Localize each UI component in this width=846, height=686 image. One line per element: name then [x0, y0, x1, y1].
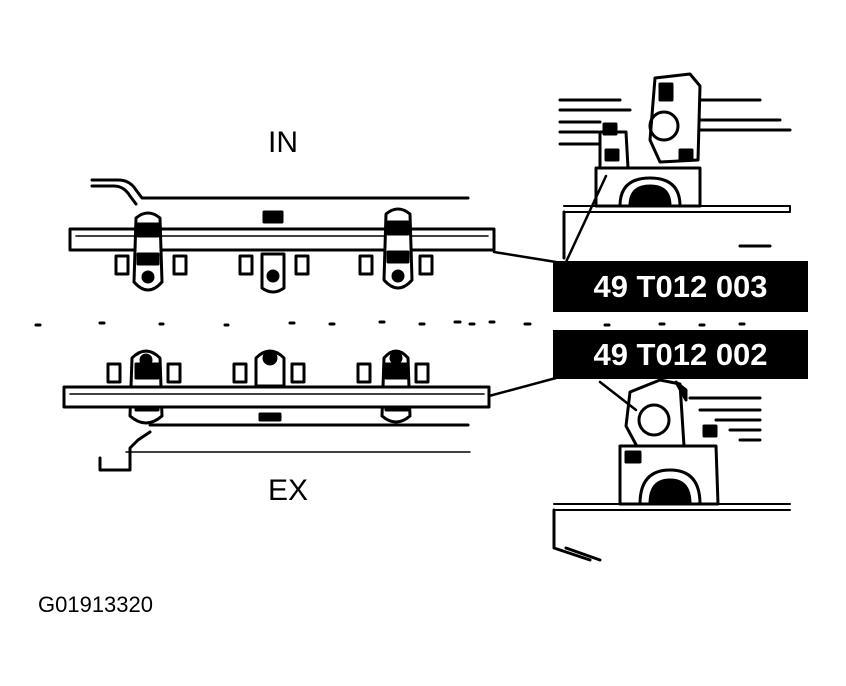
exhaust-tool-part-number: 49 T012 002: [553, 330, 808, 379]
figure-id: G01913320: [38, 592, 153, 617]
intake-leader-line: [492, 250, 558, 264]
separator-dots: [34, 320, 746, 327]
exhaust-label: EX: [268, 474, 309, 507]
exhaust-rocker-arms: [106, 362, 430, 384]
intake-label: IN: [268, 126, 298, 159]
exhaust-leader-line: [487, 376, 558, 398]
intake-shaft-brackets: [132, 207, 414, 294]
intake-tool-detail: [558, 72, 792, 264]
exhaust-rocker-shaft: [62, 385, 491, 409]
exhaust-cylinder-head-edge: [98, 423, 471, 472]
exhaust-tool-detail: [552, 378, 791, 562]
intake-tool-part-number: 49 T012 003: [553, 261, 808, 312]
intake-cylinder-head-edge: [90, 178, 470, 206]
intake-rocker-arms: [114, 254, 434, 276]
